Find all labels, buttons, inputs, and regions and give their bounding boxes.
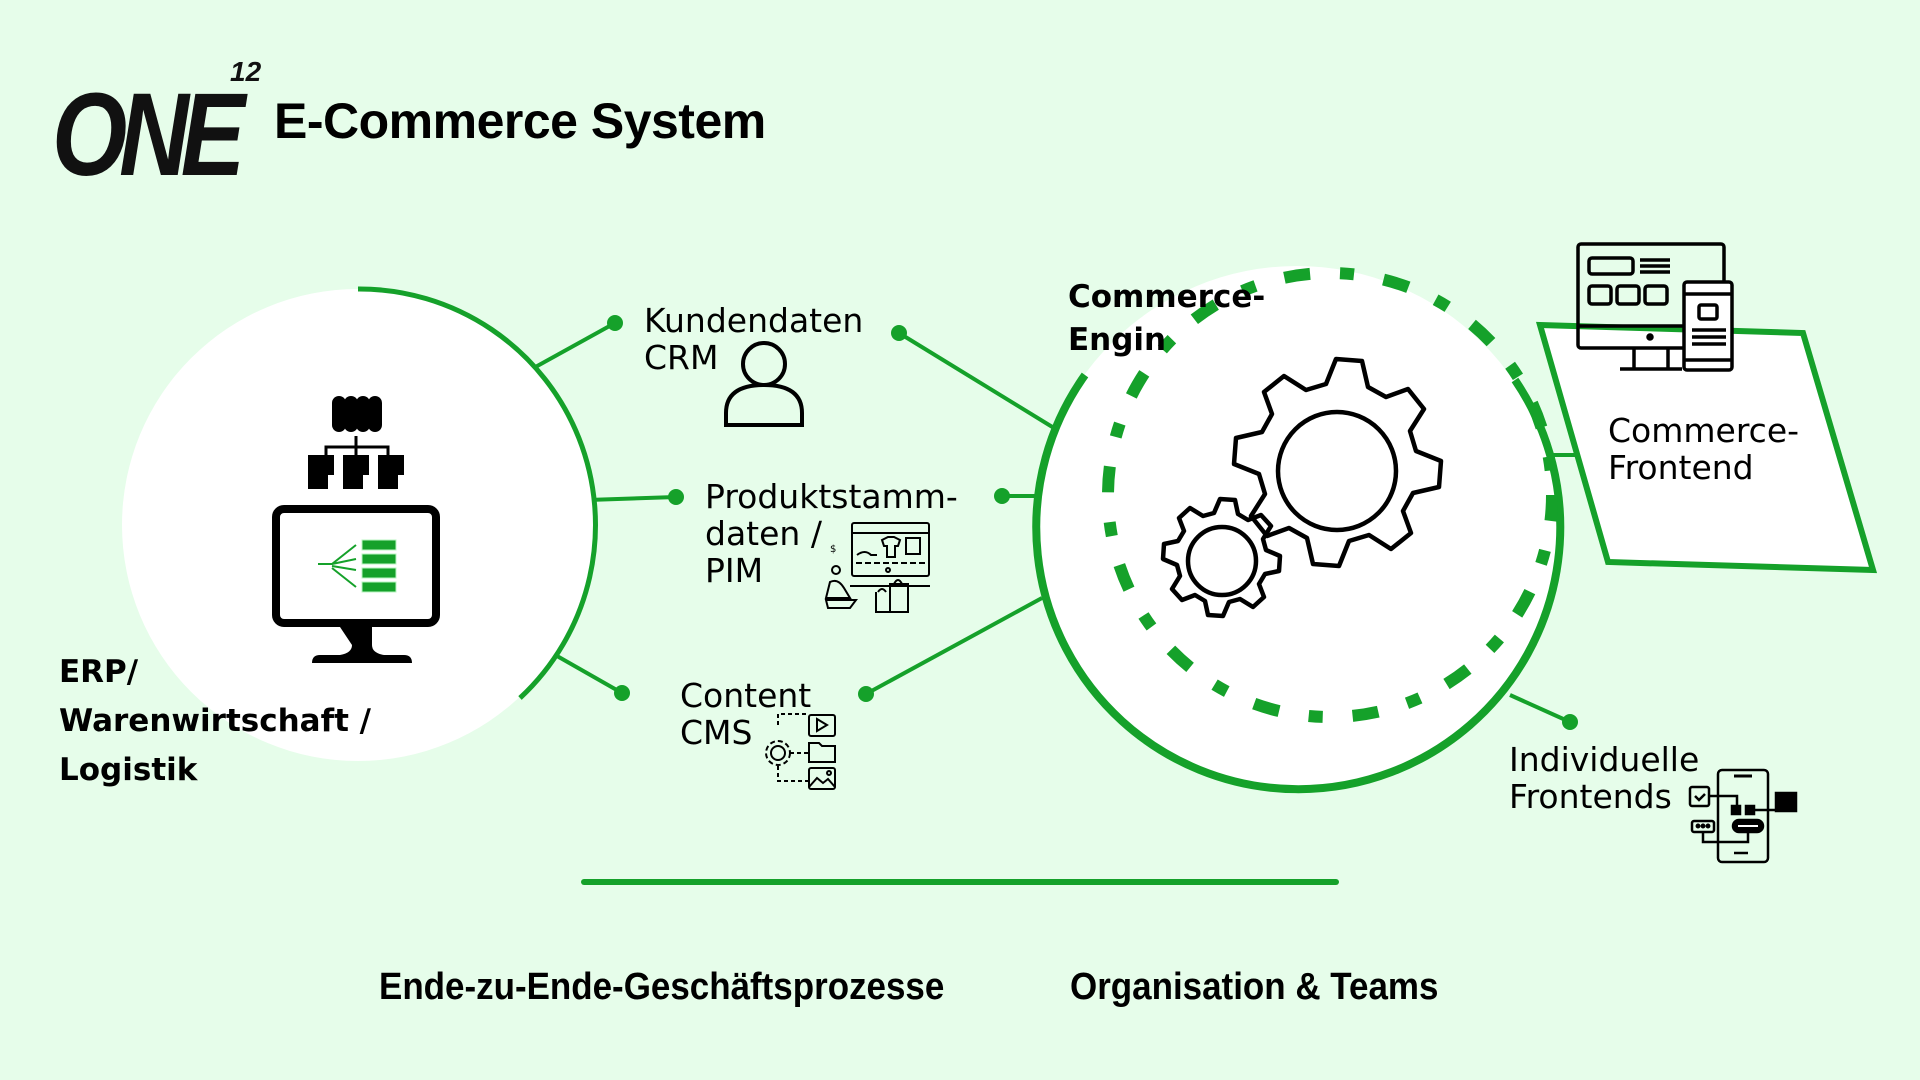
individual-label-line: Frontends [1509, 777, 1672, 816]
responsive-devices-icon [1576, 242, 1734, 372]
erp-circle-arc [357, 286, 598, 700]
pim-label-line: daten / [705, 514, 822, 553]
erp-label: ERP/ Warenwirtschaft / Logistik [59, 648, 371, 795]
cms-label-line: CMS [680, 713, 753, 752]
engine-dashed-ring [1102, 267, 1558, 723]
connector-erp-cms [549, 650, 623, 695]
connector-cms-engine [865, 596, 1043, 696]
svg-text:$: $ [830, 544, 836, 555]
connectors [529, 321, 1578, 724]
content-management-icon [765, 713, 836, 790]
erp-label-line: ERP/ [59, 654, 139, 690]
connector-erp-crm [529, 321, 616, 372]
connector-dots [607, 315, 1578, 730]
connector-engine-individual [1509, 693, 1571, 724]
erp-label-line: Warenwirtschaft / [59, 703, 371, 739]
crm-label-line: Kundendaten [644, 301, 864, 340]
dot-crm-left [607, 315, 623, 331]
dot-individual [1562, 714, 1578, 730]
pim-label-line: PIM [705, 551, 764, 590]
dot-crm-right [891, 325, 907, 341]
dot-cms-right [858, 686, 874, 702]
dot-pim-left [668, 489, 684, 505]
crm-label: Kundendaten CRM [644, 302, 863, 376]
dot-cms-left [614, 685, 630, 701]
cms-label-line: Content [680, 676, 812, 715]
individual-label-line: Individuelle [1509, 740, 1700, 779]
footer-left-label: Ende-zu-Ende-Geschäftsprozesse [379, 966, 945, 1008]
cms-label: Content CMS [680, 677, 811, 751]
connector-crm-engine [897, 331, 1056, 430]
user-icon [724, 341, 804, 427]
server-network-monitor-icon [272, 396, 440, 663]
frontend-label: Commerce- Frontend [1608, 412, 1799, 486]
connector-erp-pim [587, 495, 677, 502]
engine-label-line: Commerce- [1068, 279, 1266, 315]
crm-label-line: CRM [644, 338, 719, 377]
engine-circle-arc [1032, 372, 1565, 794]
frontend-label-line: Frontend [1608, 448, 1754, 487]
individual-frontends-label: Individuelle Frontends [1509, 741, 1699, 815]
frontend-label-line: Commerce- [1608, 411, 1800, 450]
logo-superscript: 12 [230, 56, 262, 87]
page-title: E-Commerce System [274, 93, 766, 149]
engine-circle [1035, 266, 1559, 790]
logo-text: ONE [52, 69, 245, 201]
dot-pim-right [994, 488, 1010, 504]
gears-icon [1160, 356, 1444, 619]
mobile-app-components-icon [1688, 768, 1798, 864]
footer-right-label: Organisation & Teams [1070, 966, 1439, 1008]
erp-label-line: Logistik [59, 752, 198, 788]
online-shop-icon: $ [824, 522, 930, 613]
engine-label: Commerce- Engin [1068, 276, 1265, 362]
pim-label-line: Produktstamm- [705, 477, 958, 516]
engine-label-line: Engin [1068, 322, 1167, 358]
pim-label: Produktstamm- daten / PIM [705, 478, 958, 589]
